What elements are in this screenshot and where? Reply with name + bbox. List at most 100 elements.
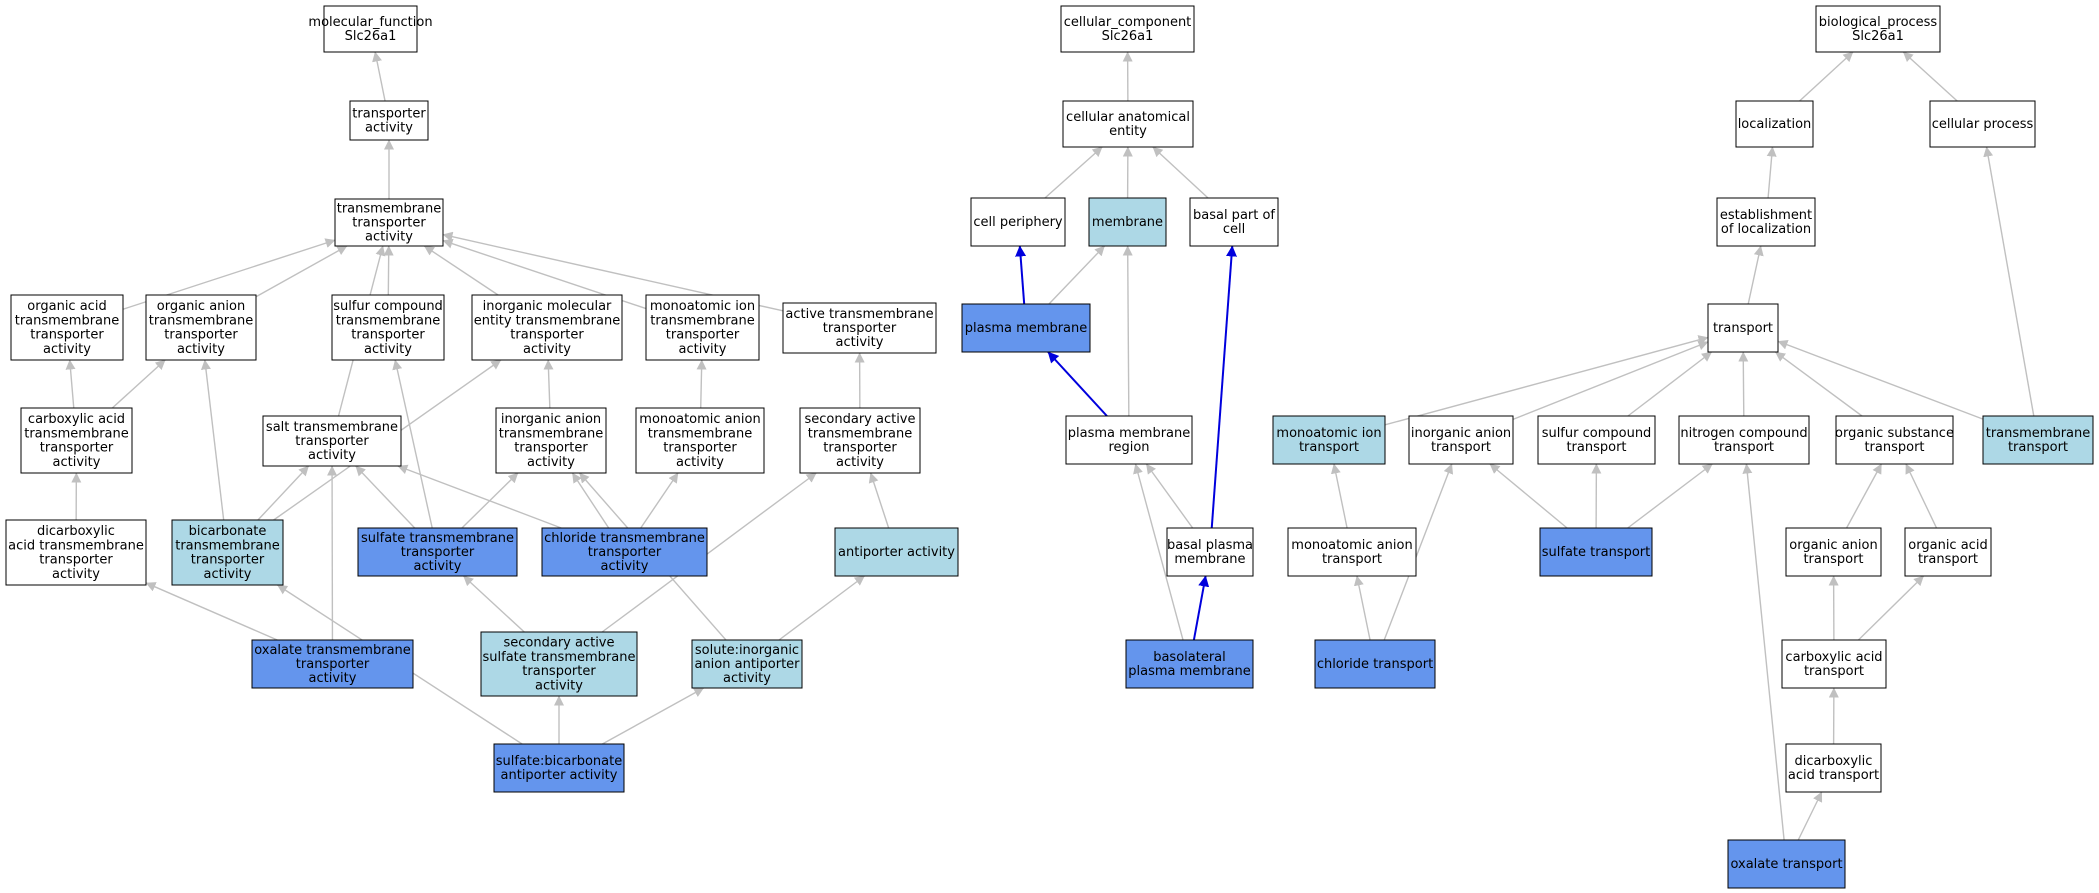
node-label-line: salt transmembrane bbox=[266, 420, 398, 435]
edge-chloridetr-to-inorganiontr bbox=[1383, 463, 1454, 641]
node-label-line: cell bbox=[1223, 222, 1245, 237]
node-monoion[interactable]: monoatomic iontransmembranetransporterac… bbox=[645, 294, 760, 361]
node-label-line: transporter bbox=[401, 545, 475, 560]
node-local[interactable]: localization bbox=[1735, 100, 1814, 148]
node-label-line: transmembrane bbox=[15, 313, 120, 328]
node-label-line: activity bbox=[309, 671, 357, 686]
edge-ta-to-mf bbox=[372, 51, 386, 102]
node-bicarb[interactable]: bicarbonatetransmembranetransporteractiv… bbox=[171, 519, 284, 586]
node-label-line: nitrogen compound bbox=[1680, 426, 1807, 441]
edge-plasmamem-to-membrane bbox=[1048, 245, 1106, 305]
node-label-line: transport bbox=[1918, 552, 1978, 567]
node-oacid[interactable]: organic acidtransmembranetransporteracti… bbox=[10, 294, 124, 361]
node-label-line: transporter bbox=[40, 441, 114, 456]
edge-local-to-bp bbox=[1799, 51, 1854, 102]
node-label-line: Slc26a1 bbox=[345, 29, 397, 44]
node-label-line: transport bbox=[1714, 440, 1774, 455]
node-box bbox=[323, 5, 418, 53]
edge-monoaniontr-to-monoiontr bbox=[1330, 463, 1348, 529]
node-antiporter[interactable]: antiporter activity bbox=[834, 527, 959, 577]
node-label-line: transporter bbox=[663, 441, 737, 456]
node-carbox[interactable]: carboxylic acidtransmembranetransportera… bbox=[20, 407, 133, 474]
node-box bbox=[331, 294, 445, 361]
node-label-line: activity bbox=[527, 455, 575, 470]
edge-orgsubtr-to-transport bbox=[1775, 351, 1863, 417]
node-label-line: entity bbox=[1109, 124, 1147, 139]
node-box bbox=[10, 294, 124, 361]
node-box bbox=[171, 519, 284, 586]
node-label-line: establishment bbox=[1720, 208, 1812, 223]
node-label-line: inorganic molecular bbox=[483, 299, 612, 314]
edge-oanion-to-tmta bbox=[255, 245, 348, 298]
edge-chloridetm-to-inorganion bbox=[571, 472, 610, 529]
node-label-line: bicarbonate bbox=[189, 524, 267, 539]
node-periph[interactable]: cell periphery bbox=[970, 197, 1066, 247]
node-chloridetm[interactable]: chloride transmembranetransporteractivit… bbox=[541, 527, 708, 577]
node-label-line: sulfate transmembrane bbox=[361, 531, 514, 546]
node-box bbox=[1716, 197, 1816, 247]
node-label-line: transporter bbox=[351, 328, 425, 343]
node-sulfcomp[interactable]: sulfur compoundtransmembranetransportera… bbox=[331, 294, 445, 361]
node-label-line: dicarboxylic bbox=[1795, 754, 1873, 769]
node-label-line: acid transmembrane bbox=[8, 538, 144, 553]
node-label-line: active transmembrane bbox=[785, 307, 933, 322]
node-oanion[interactable]: organic aniontransmembranetransporteract… bbox=[145, 294, 257, 361]
node-inorganion[interactable]: inorganic aniontransmembranetransportera… bbox=[495, 407, 607, 474]
node-box bbox=[1835, 415, 1954, 465]
node-label-line: sulfate:bicarbonate bbox=[496, 754, 622, 769]
node-label-line: transmembrane bbox=[1986, 426, 2091, 441]
node-monoanion[interactable]: monoatomic aniontransmembranetransporter… bbox=[635, 407, 765, 474]
node-label-line: activity bbox=[204, 567, 252, 582]
node-chloridetr[interactable]: chloride transport bbox=[1314, 639, 1436, 689]
node-transport[interactable]: transport bbox=[1707, 303, 1779, 353]
node-label-line: basal plasma bbox=[1167, 538, 1253, 553]
node-label-line: organic acid bbox=[27, 299, 106, 314]
node-plasmamem[interactable]: plasma membrane bbox=[961, 303, 1091, 353]
node-box bbox=[262, 415, 402, 467]
node-label-line: molecular_function bbox=[308, 15, 432, 30]
node-label-line: activity bbox=[723, 671, 771, 686]
node-membrane[interactable]: membrane bbox=[1088, 197, 1167, 247]
edge-chloridetr-to-monoaniontr bbox=[1353, 575, 1371, 641]
node-oxalatetr[interactable]: oxalate transport bbox=[1727, 839, 1846, 889]
node-cellproc[interactable]: cellular process bbox=[1929, 100, 2036, 148]
node-label-line: of localization bbox=[1721, 222, 1811, 237]
node-box bbox=[1166, 527, 1254, 577]
node-secactive[interactable]: secondary activetransmembranetransporter… bbox=[799, 407, 921, 474]
node-label-line: transporter bbox=[295, 434, 369, 449]
node-sulfatetr[interactable]: sulfate transport bbox=[1539, 527, 1653, 577]
node-box bbox=[1781, 639, 1887, 689]
edge-basalpm-to-pmregion bbox=[1145, 463, 1194, 529]
